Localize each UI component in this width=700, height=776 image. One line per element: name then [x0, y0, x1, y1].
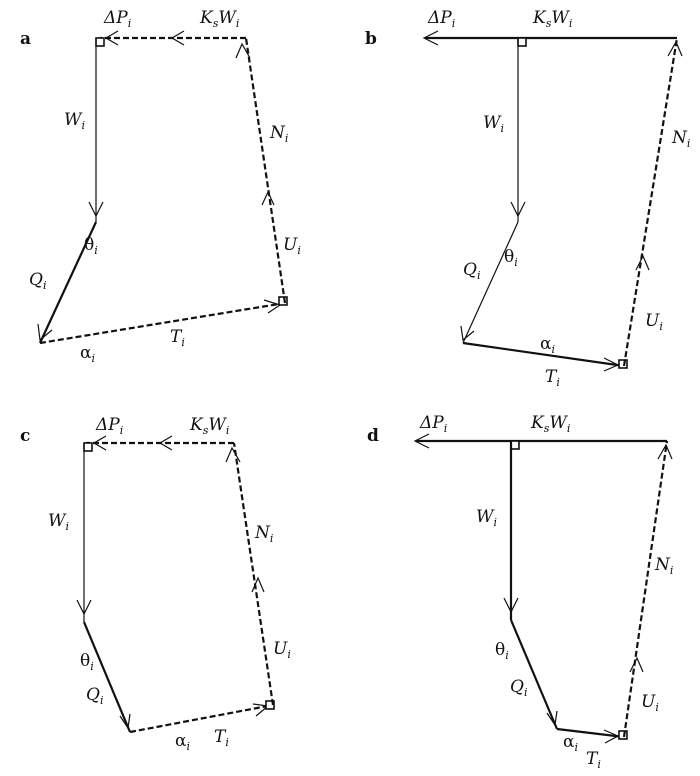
u-arrowhead	[251, 576, 265, 593]
alpha-label: αi	[540, 334, 555, 356]
q-force-line	[82, 621, 132, 733]
panel-c-label: c	[20, 426, 30, 446]
q-label: Qi	[463, 260, 480, 282]
panel-b: b ΔPi KsWi Wi Ni Ui Qi θi αi Ti	[365, 8, 690, 389]
t-force-line	[129, 703, 274, 734]
q-force-line	[39, 221, 97, 344]
w-arrowhead	[510, 201, 526, 218]
n-arrowhead	[235, 42, 251, 59]
t-force-line	[556, 727, 625, 739]
q-arrowhead	[119, 713, 131, 730]
w-label: Wi	[64, 110, 85, 132]
q-label: Qi	[29, 270, 46, 292]
delta-p-label: ΔPi	[103, 8, 131, 30]
q-arrowhead	[546, 710, 558, 727]
ksw-label: KsWi	[532, 8, 572, 30]
delta-p-arrowhead	[92, 435, 107, 451]
t-force-line	[39, 301, 286, 345]
delta-p-arrowhead	[104, 30, 119, 46]
t-label: Ti	[586, 749, 601, 771]
n-label: Ni	[254, 523, 273, 545]
t-arrowhead	[603, 357, 620, 372]
right-angle-marker	[265, 700, 275, 710]
t-label: Ti	[214, 727, 229, 749]
w-arrowhead	[88, 201, 104, 218]
n-force-line	[244, 37, 287, 304]
theta-label: θi	[504, 247, 518, 269]
delta-p-arrowhead	[422, 30, 439, 46]
t-arrowhead	[603, 729, 620, 744]
n-arrowhead	[667, 40, 683, 57]
theta-label: θi	[80, 651, 94, 673]
u-label: Ui	[645, 311, 663, 333]
delta-p-arrowhead	[413, 433, 430, 449]
alpha-label: αi	[80, 343, 95, 365]
panel-d: d ΔPi KsWi Wi Ni Ui Qi θi αi Ti	[367, 413, 673, 771]
q-arrowhead	[37, 323, 53, 342]
q-label: Qi	[86, 685, 103, 707]
u-label: Ui	[273, 639, 291, 661]
right-angle-marker	[517, 37, 527, 47]
u-label: Ui	[641, 692, 659, 714]
n-label: Ni	[671, 128, 690, 150]
t-label: Ti	[545, 367, 560, 389]
right-angle-marker	[510, 440, 520, 450]
right-angle-marker	[95, 37, 105, 47]
delta-p-label: ΔPi	[419, 413, 447, 435]
u-label: Ui	[283, 235, 301, 257]
q-force-line	[462, 221, 519, 344]
ksw-label: KsWi	[189, 415, 229, 437]
panel-a: a ΔPi KsWi Wi Ni Ui Qi θi αi Ti	[20, 8, 301, 365]
delta-p-label: ΔPi	[95, 415, 123, 437]
u-arrowhead	[629, 656, 644, 673]
w-label: Wi	[476, 507, 497, 529]
right-angle-marker	[278, 296, 288, 306]
n-force-line	[622, 37, 679, 367]
t-force-line	[462, 341, 625, 368]
ksw-arrowhead	[158, 435, 173, 451]
w-label: Wi	[483, 113, 504, 135]
theta-label: θi	[495, 640, 509, 662]
ksw-label: KsWi	[530, 413, 570, 435]
n-arrowhead	[225, 446, 241, 463]
t-label: Ti	[170, 327, 185, 349]
ksw-label: KsWi	[199, 8, 239, 30]
n-label: Ni	[654, 555, 673, 577]
u-arrowhead	[261, 190, 275, 206]
panel-d-label: d	[367, 426, 379, 446]
panel-c: c ΔPi KsWi Wi Ni Ui Qi θi αi Ti	[20, 415, 291, 753]
alpha-label: αi	[563, 732, 578, 754]
right-angle-marker	[83, 442, 93, 452]
q-label: Qi	[510, 677, 527, 699]
n-label: Ni	[269, 123, 288, 145]
q-force-line	[509, 619, 559, 730]
alpha-label: αi	[175, 731, 190, 753]
right-angle-marker	[618, 359, 628, 369]
theta-label: θi	[84, 235, 98, 257]
w-arrowhead	[76, 599, 92, 616]
ksw-arrowhead	[170, 30, 185, 46]
right-angle-marker	[618, 730, 628, 740]
n-arrowhead	[657, 443, 673, 460]
w-arrowhead	[503, 597, 519, 614]
q-arrowhead	[460, 325, 475, 342]
u-arrowhead	[635, 254, 650, 271]
w-label: Wi	[48, 511, 69, 533]
n-force-line	[232, 442, 275, 706]
panel-a-label: a	[20, 29, 31, 49]
panel-b-label: b	[365, 29, 377, 49]
delta-p-label: ΔPi	[427, 8, 455, 30]
n-force-line	[622, 440, 669, 738]
